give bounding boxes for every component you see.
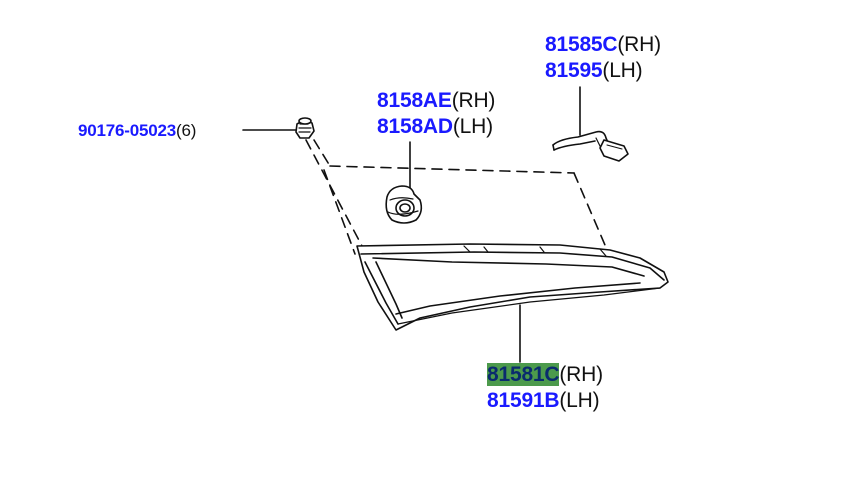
side-text: (RH) xyxy=(451,89,496,112)
callout-lamp-lh: 81591B(LH) xyxy=(487,389,600,413)
callout-screw: 90176-05023(6) xyxy=(78,118,196,143)
side-text: (LH) xyxy=(559,389,600,412)
part-link-socket-rh[interactable]: 8158AE xyxy=(377,89,452,112)
side-text: (RH) xyxy=(559,363,603,386)
callout-socket-lh: 8158AD(LH) xyxy=(377,115,493,139)
callout-harness-rh: 81585C(RH) xyxy=(545,33,661,57)
part-link-harness-rh[interactable]: 81585C xyxy=(545,33,618,56)
callout-lamp-rh: 81581C(RH) xyxy=(487,363,603,387)
callout-socket-rh: 8158AE(RH) xyxy=(377,89,495,113)
part-link-screw[interactable]: 90176-05023 xyxy=(78,121,177,140)
rear-lamp-assembly[interactable] xyxy=(356,243,669,331)
side-text: (RH) xyxy=(617,33,661,56)
bulb-socket[interactable] xyxy=(385,185,423,224)
assembly-dashed-lines xyxy=(305,139,609,255)
part-link-harness-lh[interactable]: 81595 xyxy=(545,59,603,82)
part-link-socket-lh[interactable]: 8158AD xyxy=(377,115,453,138)
wire-harness[interactable] xyxy=(552,130,629,162)
side-text: (LH) xyxy=(602,59,643,82)
callout-harness-lh: 81595(LH) xyxy=(545,59,643,83)
side-text: (LH) xyxy=(452,115,493,138)
part-link-lamp-lh[interactable]: 81591B xyxy=(487,389,560,412)
part-link-lamp-rh-highlighted[interactable]: 81581C xyxy=(487,363,560,386)
screw-fastener[interactable] xyxy=(295,117,315,139)
quantity-text: (6) xyxy=(176,121,197,140)
